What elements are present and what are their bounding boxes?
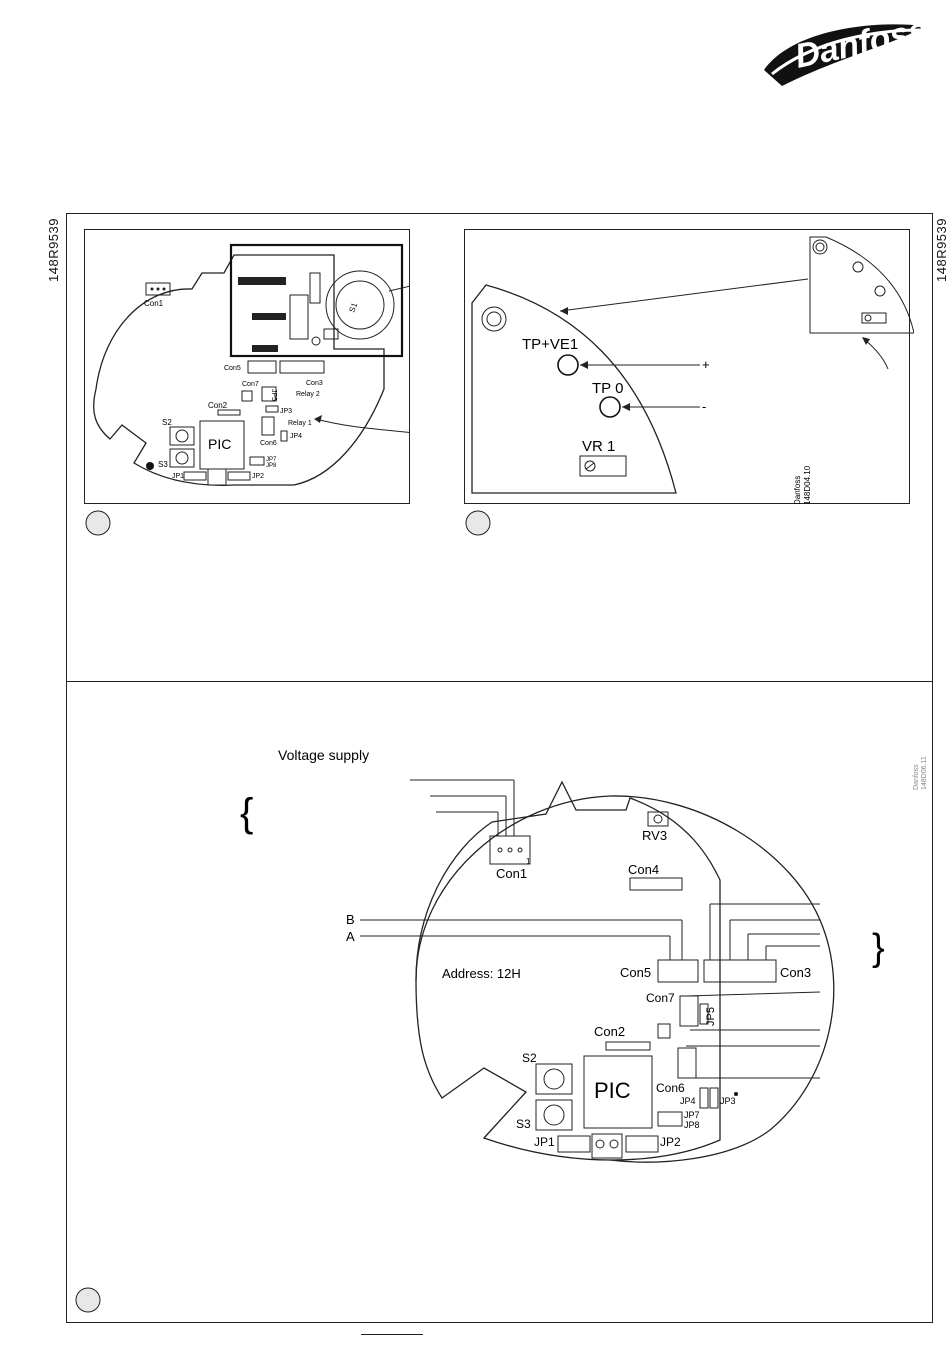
fig1-pic: PIC <box>208 436 231 452</box>
fig1-jp4: JP4 <box>290 433 302 440</box>
fig3-jp1: JP1 <box>534 1135 555 1149</box>
fig1-jp5: JP5 <box>270 389 277 401</box>
fig3-con1-pin1: 1 <box>526 857 531 866</box>
fig1-s3: S3 <box>158 460 168 469</box>
fig1-jp8: JP8 <box>266 463 277 469</box>
fig3-voltage-supply: Voltage supply <box>278 747 369 763</box>
fig3-con2: Con2 <box>594 1024 625 1039</box>
figure-1-board-top-view: S1 Con1 Con5 Con3 Con7 JP5 Relay 2 Con2 … <box>84 229 410 504</box>
fig3-a: A <box>346 929 355 944</box>
fig3-right-brace: } <box>872 927 885 969</box>
fig3-con5: Con5 <box>620 965 651 980</box>
figure-3-wiring-diagram: Voltage supply { RV3 1 Con1 Con4 B A Add… <box>230 740 930 1170</box>
fig2-ref-code: 148D04.10 <box>803 465 812 504</box>
fig3-pic: PIC <box>594 1078 631 1103</box>
side-code-right: 148R9539 <box>934 218 949 282</box>
fig1-con6: Con6 <box>260 440 277 447</box>
fig1-con3: Con3 <box>306 380 323 387</box>
fig1-jp2: JP2 <box>252 473 264 480</box>
fig3-con4: Con4 <box>628 862 659 877</box>
fig3-jp3: JP3 <box>720 1096 736 1106</box>
figure-2-marker <box>464 509 492 537</box>
fig2-tp0: TP 0 <box>592 380 623 397</box>
fig1-con2: Con2 <box>208 401 228 410</box>
fig1-relay1: Relay 1 <box>288 420 312 427</box>
figure-2-test-points: TP+VE1 + TP 0 - VR 1 Danfoss 148D04.10 <box>464 229 914 504</box>
fig3-rv3: RV3 <box>642 828 667 843</box>
figure-3-marker <box>74 1286 102 1314</box>
fig1-relay2: Relay 2 <box>296 391 320 398</box>
fig2-vr1: VR 1 <box>582 438 615 455</box>
fig1-con5: Con5 <box>224 365 241 372</box>
fig1-con1: Con1 <box>144 299 164 308</box>
side-code-left: 148R9539 <box>46 218 61 282</box>
fig3-address: Address: 12H <box>442 966 521 981</box>
danfoss-logo: Danfoss <box>752 12 934 92</box>
fig1-s2: S2 <box>162 418 172 427</box>
fig3-jp5: JP5 <box>705 1007 717 1026</box>
fig3-b: B <box>346 912 355 927</box>
fig1-con7: Con7 <box>242 381 259 388</box>
fig3-ref-code: 148D06.11 <box>921 756 928 790</box>
fig3-s2: S2 <box>522 1051 537 1065</box>
fig3-jp2: JP2 <box>660 1135 681 1149</box>
fig3-s3: S3 <box>516 1117 531 1131</box>
fig2-minus: - <box>702 399 706 414</box>
fig1-s1: S1 <box>347 301 359 314</box>
fig3-con1: Con1 <box>496 866 527 881</box>
fig2-ref-brand: Danfoss <box>793 476 802 504</box>
fig3-jp8: JP8 <box>684 1120 700 1130</box>
fig3-jp7: JP7 <box>684 1110 700 1120</box>
page-bottom-rule <box>361 1334 423 1335</box>
fig2-plus: + <box>702 357 710 372</box>
figure-1-marker <box>84 509 112 537</box>
fig3-con6: Con6 <box>656 1081 685 1095</box>
fig2-tp-ve1: TP+VE1 <box>522 336 578 353</box>
fig3-con7: Con7 <box>646 991 675 1005</box>
svg-text:Danfoss: Danfoss <box>792 12 931 76</box>
fig1-jp1: JP1 <box>172 473 184 480</box>
fig3-con3: Con3 <box>780 965 811 980</box>
fig3-left-brace: { <box>240 791 253 835</box>
fig3-ref-brand: Danfoss <box>913 764 920 790</box>
fig1-jp3: JP3 <box>280 408 292 415</box>
fig3-jp4: JP4 <box>680 1096 696 1106</box>
